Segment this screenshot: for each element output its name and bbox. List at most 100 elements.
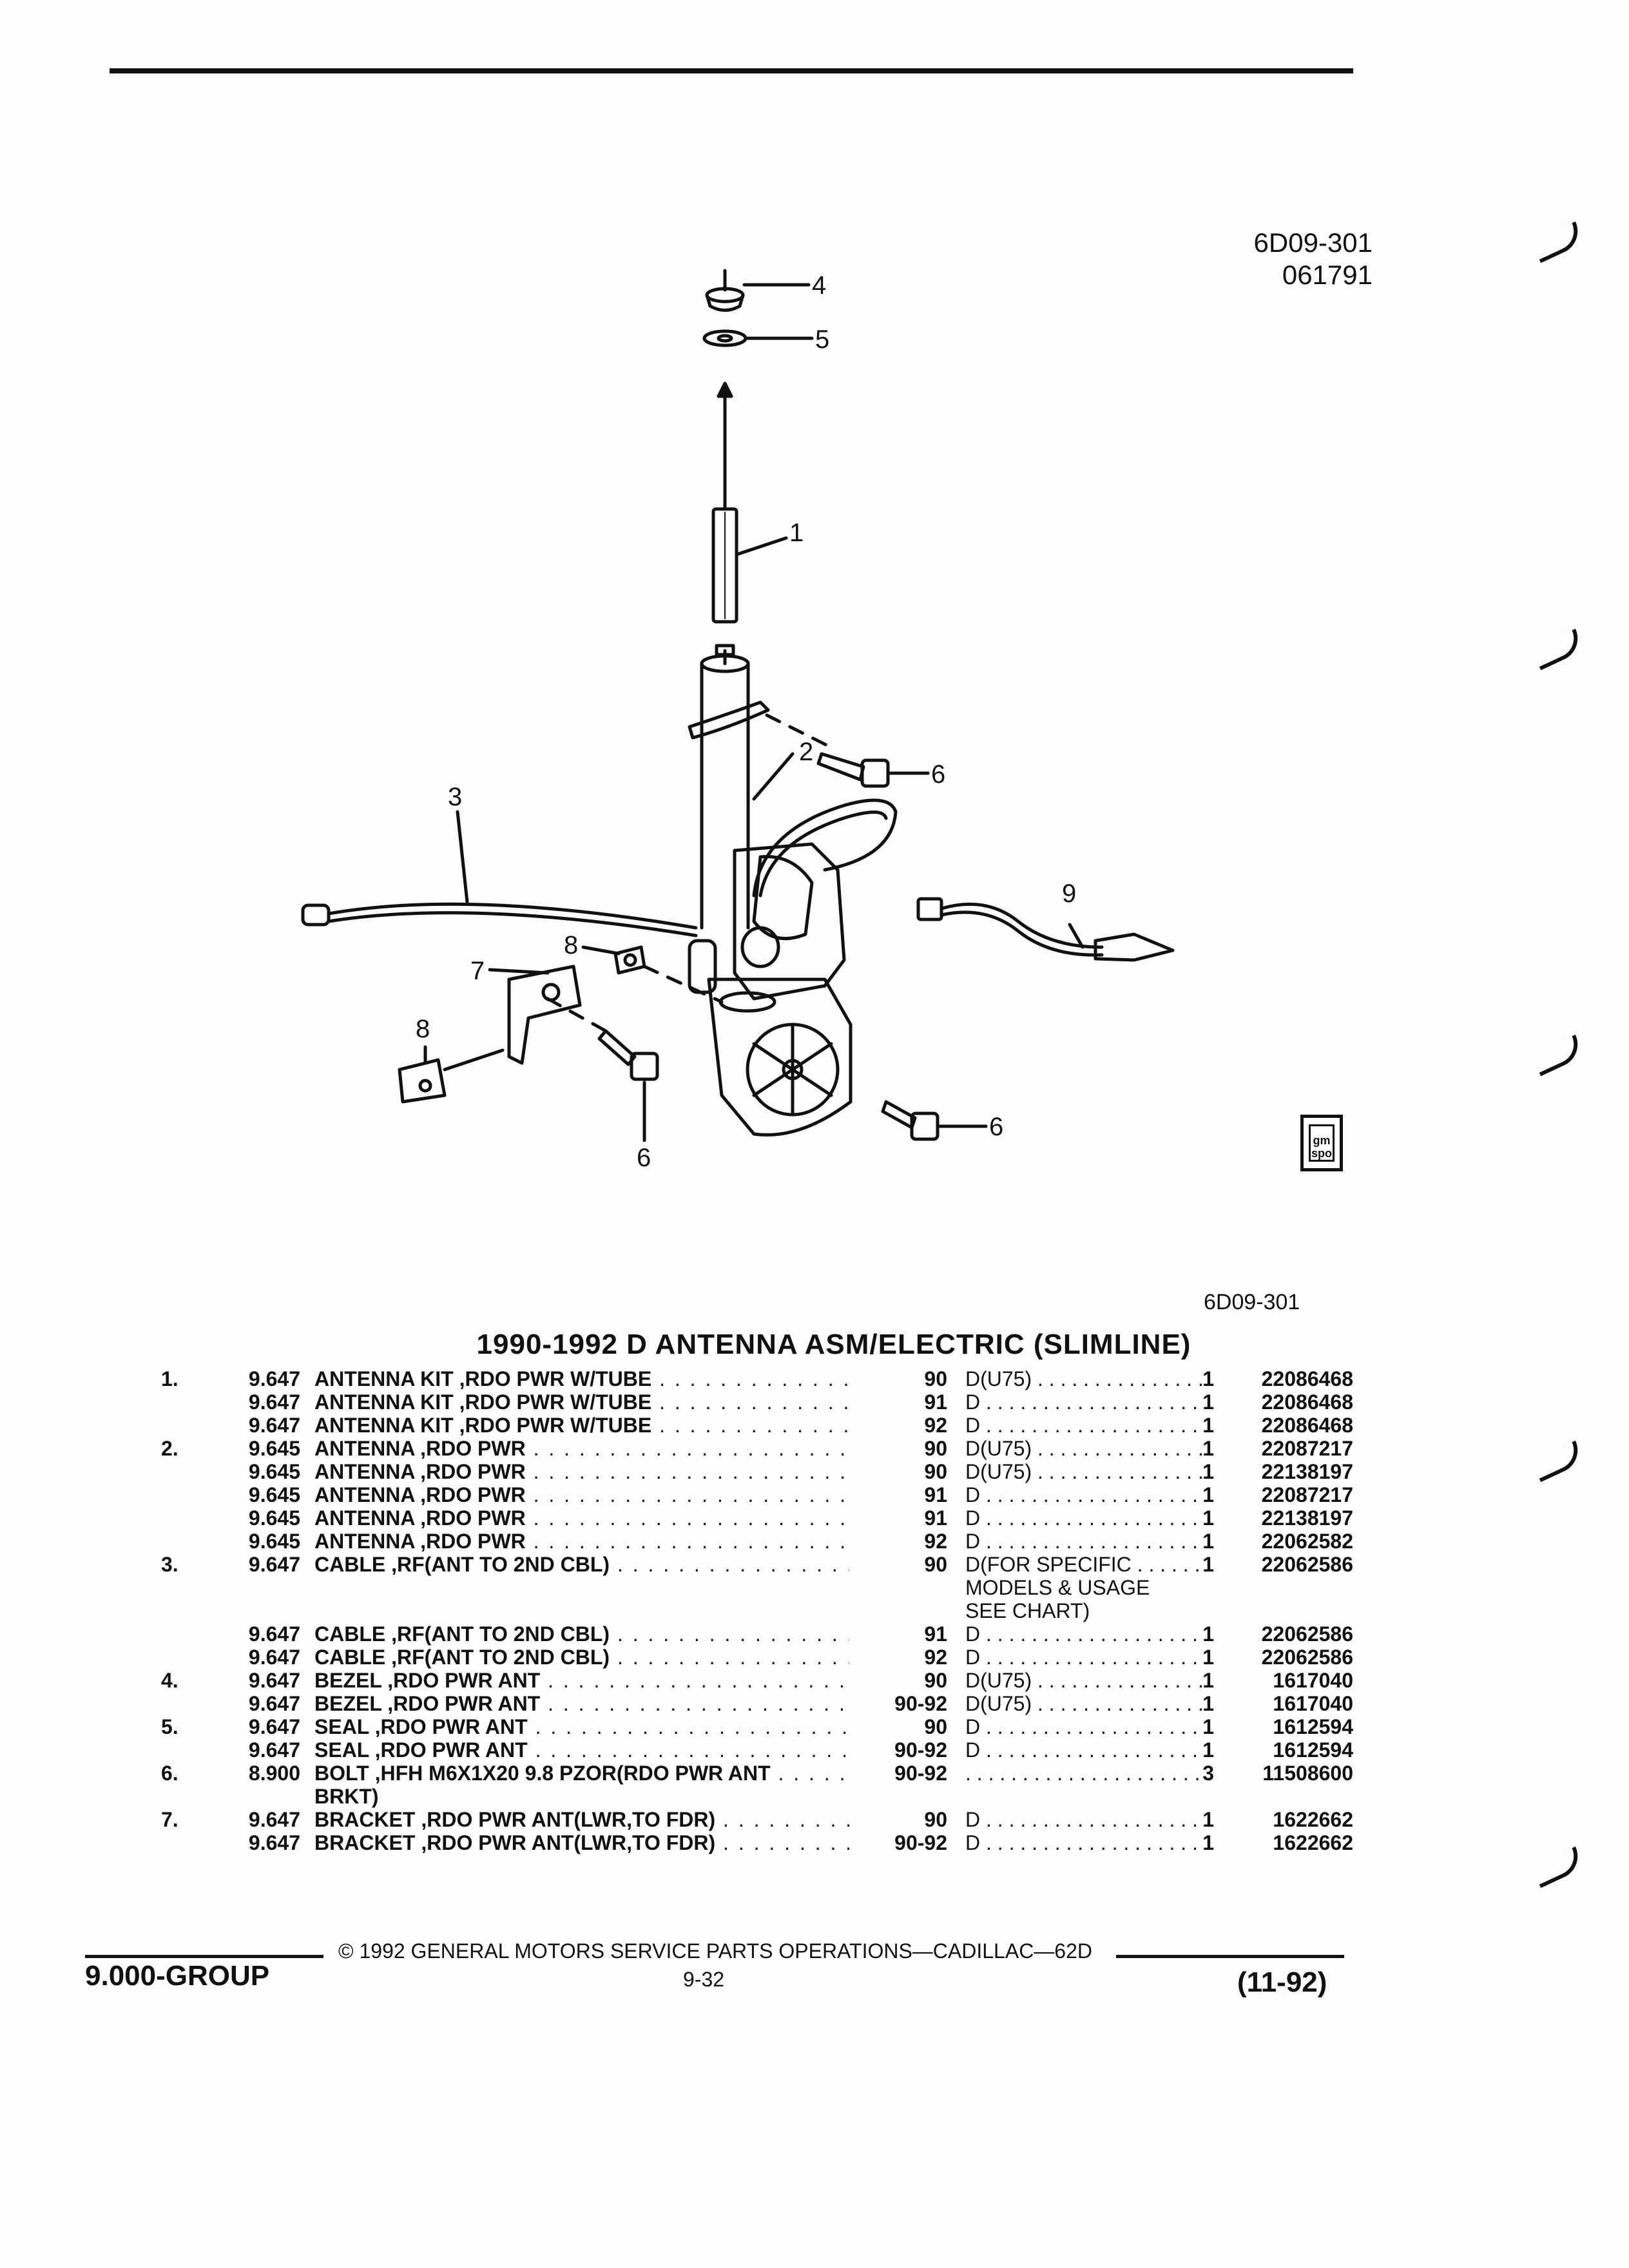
- leader-dots: . . . . . . . . . . . . . . . . . . . . …: [1037, 1692, 1204, 1715]
- part-group-number: 9.647: [248, 1622, 300, 1646]
- part-quantity: 1: [1202, 1506, 1214, 1530]
- part-description: ANTENNA ,RDO PWR . . . . . . . . . . . .…: [314, 1460, 849, 1483]
- binder-hook-icon: [1530, 1846, 1586, 1888]
- part-models: D . . . . . . . . . . . . . . . . . . . …: [965, 1390, 1204, 1414]
- part-item-number: 3.: [161, 1553, 178, 1576]
- part-models: D . . . . . . . . . . . . . . . . . . . …: [965, 1622, 1204, 1646]
- part-description-continuation: BRKT): [314, 1785, 379, 1808]
- part-6-bolt-left: [546, 997, 659, 1142]
- part-description: BEZEL ,RDO PWR ANT . . . . . . . . . . .…: [314, 1669, 849, 1692]
- part-description-text: BEZEL ,RDO PWR ANT: [314, 1692, 541, 1715]
- leader-dots: . . . . . . . . . . . . . . . . . . . . …: [617, 1553, 849, 1576]
- part-8-nut-upper: [581, 945, 724, 1004]
- part-9-wiring-harness: [916, 897, 1175, 962]
- leader-dots: . . . . . . . . . . . . . . . . . . . . …: [986, 1738, 1204, 1762]
- header-codes: 6D09-301 061791: [1218, 227, 1373, 291]
- part-number: 1612594: [1273, 1738, 1353, 1762]
- part-years: 92: [924, 1530, 947, 1553]
- part-group-number: 9.647: [248, 1831, 300, 1854]
- leader-dots: . . . . . . . . . . . . . . . . . . . . …: [986, 1715, 1204, 1738]
- part-models: D . . . . . . . . . . . . . . . . . . . …: [965, 1483, 1204, 1506]
- callout-6b: 6: [637, 1144, 651, 1172]
- part-number: 22086468: [1261, 1367, 1353, 1390]
- part-quantity: 1: [1202, 1715, 1214, 1738]
- leader-dots: . . . . . . . . . . . . . . . . . . . . …: [723, 1831, 849, 1854]
- part-group-number: 9.645: [248, 1530, 300, 1553]
- leader-dots: . . . . . . . . . . . . . . . . . . . . …: [1037, 1460, 1204, 1483]
- part-models: D(U75) . . . . . . . . . . . . . . . . .…: [965, 1692, 1204, 1715]
- part-6-bolt-upper: [816, 752, 930, 788]
- part-models-text: D: [965, 1738, 981, 1762]
- part-years: 90-92: [894, 1831, 947, 1854]
- leader-dots: . . . . . . . . . . . . . . . . . . . . …: [986, 1530, 1204, 1553]
- part-years: 92: [924, 1414, 947, 1437]
- part-models-text: D: [965, 1831, 981, 1854]
- part-models: D(U75) . . . . . . . . . . . . . . . . .…: [965, 1669, 1204, 1692]
- part-quantity: 1: [1202, 1738, 1214, 1762]
- part-number: 1612594: [1273, 1715, 1353, 1738]
- part-description-text: SEAL ,RDO PWR ANT: [314, 1715, 528, 1738]
- part-models: D(FOR SPECIFIC . . . . . . . . . . . . .…: [965, 1553, 1204, 1576]
- part-number: 1622662: [1273, 1808, 1353, 1831]
- part-number: 1622662: [1273, 1831, 1353, 1854]
- part-description: BRACKET ,RDO PWR ANT(LWR,TO FDR) . . . .…: [314, 1808, 849, 1831]
- footer-group: 9.000-GROUP: [85, 1960, 270, 1992]
- leader-dots: . . . . . . . . . . . . . . . . . . . . …: [548, 1692, 849, 1715]
- leader-dots: . . . . . . . . . . . . . . . . . . . . …: [986, 1646, 1204, 1669]
- leader-dots: . . . . . . . . . . . . . . . . . . . . …: [533, 1506, 849, 1530]
- part-years: 90: [924, 1715, 947, 1738]
- part-number: 22087217: [1261, 1437, 1353, 1460]
- part-quantity: 3: [1202, 1762, 1214, 1785]
- callout-4: 4: [812, 271, 826, 300]
- part-group-number: 9.647: [248, 1692, 300, 1715]
- part-models-text: D(U75): [965, 1692, 1032, 1715]
- part-group-number: 9.647: [248, 1715, 300, 1738]
- part-models: D(U75) . . . . . . . . . . . . . . . . .…: [965, 1437, 1204, 1460]
- part-group-number: 9.647: [248, 1646, 300, 1669]
- part-models: D . . . . . . . . . . . . . . . . . . . …: [965, 1530, 1204, 1553]
- part-quantity: 1: [1202, 1483, 1214, 1506]
- part-years: 90-92: [894, 1762, 947, 1785]
- part-description-text: ANTENNA KIT ,RDO PWR W/TUBE: [314, 1390, 652, 1414]
- leader-dots: . . . . . . . . . . . . . . . . . . . . …: [723, 1808, 849, 1831]
- footer-rule-right: [1116, 1955, 1344, 1958]
- part-description: ANTENNA ,RDO PWR . . . . . . . . . . . .…: [314, 1483, 849, 1506]
- part-models: D . . . . . . . . . . . . . . . . . . . …: [965, 1646, 1204, 1669]
- callout-8b: 8: [416, 1015, 430, 1043]
- part-models-text: D(FOR SPECIFIC: [965, 1553, 1132, 1576]
- leader-dots: . . . . . . . . . . . . . . . . . . . . …: [986, 1390, 1204, 1414]
- callout-5: 5: [815, 325, 829, 354]
- leader-dots: . . . . . . . . . . . . . . . . . . . . …: [986, 1831, 1204, 1854]
- part-description: ANTENNA ,RDO PWR . . . . . . . . . . . .…: [314, 1437, 849, 1460]
- part-models: D . . . . . . . . . . . . . . . . . . . …: [965, 1715, 1204, 1738]
- leader-dots: . . . . . . . . . . . . . . . . . . . . …: [533, 1483, 849, 1506]
- part-years: 91: [924, 1506, 947, 1530]
- leader-dots: . . . . . . . . . . . . . . . . . . . . …: [659, 1367, 849, 1390]
- part-models-text: D(U75): [965, 1437, 1032, 1460]
- footer-copyright: © 1992 GENERAL MOTORS SERVICE PARTS OPER…: [338, 1939, 1092, 1963]
- table-row-continuation: BRKT): [148, 1785, 1360, 1808]
- part-number: 22138197: [1261, 1506, 1353, 1530]
- section-title: 1990-1992 D ANTENNA ASM/ELECTRIC (SLIMLI…: [476, 1329, 1191, 1360]
- leader-dots: . . . . . . . . . . . . . . . . . . . . …: [1037, 1669, 1204, 1692]
- callout-3: 3: [448, 783, 462, 811]
- part-models-text: D: [965, 1715, 981, 1738]
- part-2-antenna-body: [688, 644, 898, 1137]
- leader-dots: . . . . . . . . . . . . . . . . . . . . …: [1037, 1367, 1204, 1390]
- part-number: 22062586: [1261, 1553, 1353, 1576]
- part-years: 90-92: [894, 1692, 947, 1715]
- part-description-text: CABLE ,RF(ANT TO 2ND CBL): [314, 1646, 610, 1669]
- part-models-text: D: [965, 1530, 981, 1553]
- part-description-text: ANTENNA ,RDO PWR: [314, 1437, 526, 1460]
- part-quantity: 1: [1202, 1414, 1214, 1437]
